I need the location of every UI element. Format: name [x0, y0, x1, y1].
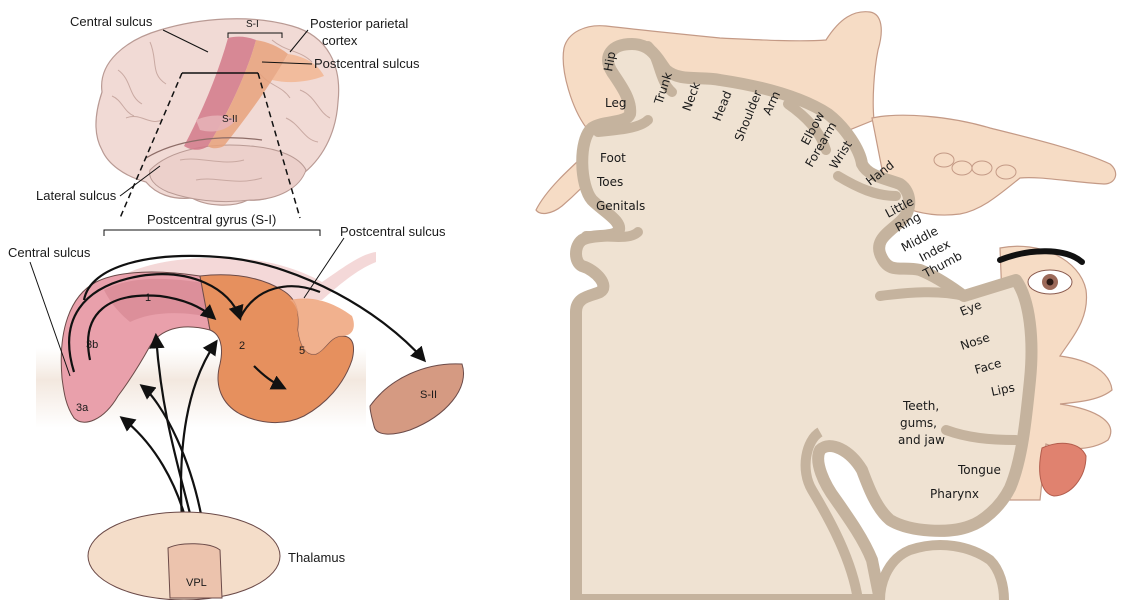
s1-label: S-I: [246, 19, 259, 30]
label-teeth: Teeth,: [902, 399, 939, 413]
area-3a-label: 3a: [76, 402, 89, 414]
area-3b-label: 3b: [86, 339, 98, 351]
lateral-sulcus-label: Lateral sulcus: [36, 188, 117, 203]
detail-postcentral-sulcus-label: Postcentral sulcus: [340, 224, 446, 239]
posterior-parietal-label-1: Posterior parietal: [310, 16, 408, 31]
gyrus-cross-section: [30, 238, 464, 546]
detail-central-sulcus-label: Central sulcus: [8, 245, 91, 260]
label-jaw: and jaw: [898, 433, 945, 447]
postcentral-sulcus-top-label: Postcentral sulcus: [314, 56, 420, 71]
homunculus-tongue: [1040, 443, 1086, 496]
homunculus-pupil: [1047, 279, 1054, 286]
label-toes: Toes: [596, 175, 623, 189]
lower-gyrus: [880, 545, 1004, 600]
vpl-label: VPL: [186, 577, 207, 589]
central-sulcus-label: Central sulcus: [70, 14, 153, 29]
area-5-label: 5: [299, 345, 305, 357]
label-foot: Foot: [600, 151, 626, 165]
area-2-label: 2: [239, 340, 245, 352]
area-1-label: 1: [145, 292, 151, 304]
gyrus-bracket: Postcentral gyrus (S-I): [104, 212, 320, 236]
thalamus-label: Thalamus: [288, 550, 346, 565]
s2-label: S-II: [420, 389, 437, 401]
s2-small-label: S-II: [222, 114, 238, 125]
label-genitals: Genitals: [596, 199, 645, 213]
postcentral-gyrus-label: Postcentral gyrus (S-I): [147, 212, 276, 227]
s2-region: [370, 364, 464, 434]
label-pharynx: Pharynx: [930, 487, 979, 501]
label-leg: Leg: [605, 96, 626, 110]
label-tongue: Tongue: [957, 463, 1001, 477]
brain-lateral-view: [96, 19, 339, 218]
posterior-parietal-label-2: cortex: [322, 33, 358, 48]
vpl-nucleus: [168, 544, 222, 598]
label-gums: gums,: [900, 416, 937, 430]
thalamus: Thalamus VPL: [88, 512, 346, 600]
